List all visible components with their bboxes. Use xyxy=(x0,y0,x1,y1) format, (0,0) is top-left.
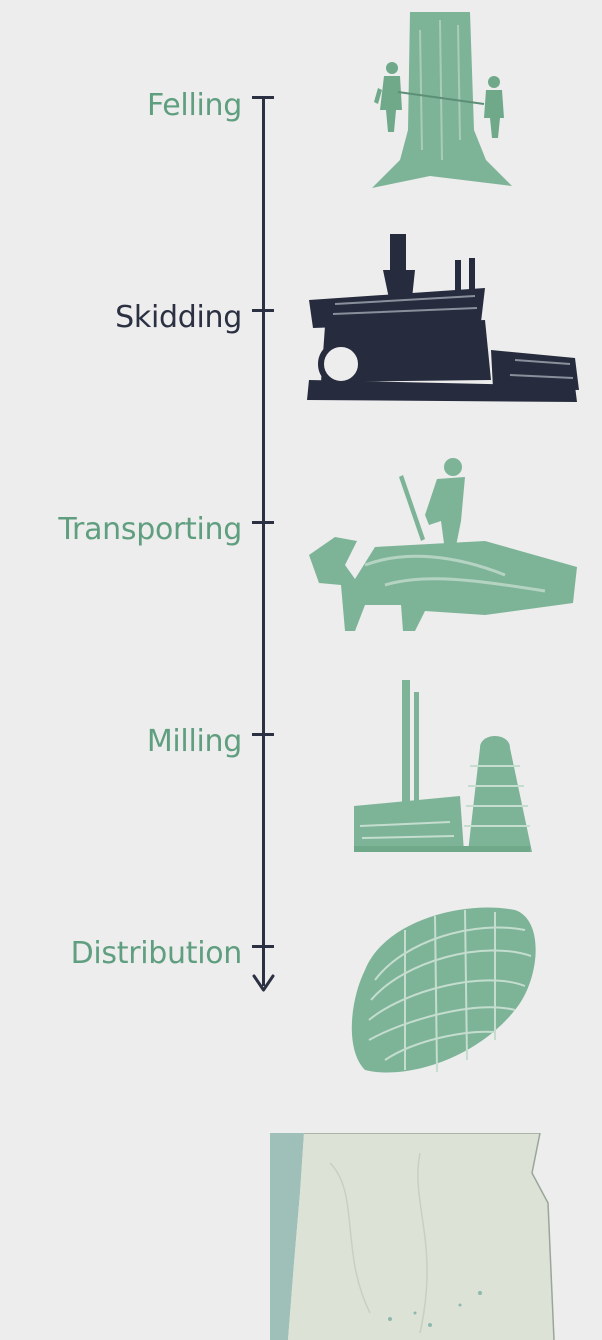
arrow-down-icon xyxy=(252,974,275,992)
stage-label-milling: Milling xyxy=(146,724,242,759)
timeline-axis xyxy=(262,96,265,986)
log-stack-illustration xyxy=(351,907,536,1073)
tick-skidding xyxy=(252,309,274,312)
stage-label-felling: Felling xyxy=(146,88,242,123)
oregon-map xyxy=(270,1133,560,1340)
transporting-horse-illustration xyxy=(309,458,577,631)
skidding-machine-illustration xyxy=(307,234,579,402)
tick-transporting xyxy=(252,521,274,524)
tick-distribution xyxy=(252,945,274,948)
stage-label-transporting: Transporting xyxy=(58,512,242,547)
stage-label-skidding: Skidding xyxy=(115,300,242,335)
felling-tree-illustration xyxy=(372,12,512,188)
process-timeline: Felling Skidding Transporting Milling Di… xyxy=(58,12,579,1073)
mill-smokestack-illustration xyxy=(354,680,532,852)
tick-milling xyxy=(252,733,274,736)
stage-label-distribution: Distribution xyxy=(70,936,243,971)
tick-felling xyxy=(252,96,274,99)
